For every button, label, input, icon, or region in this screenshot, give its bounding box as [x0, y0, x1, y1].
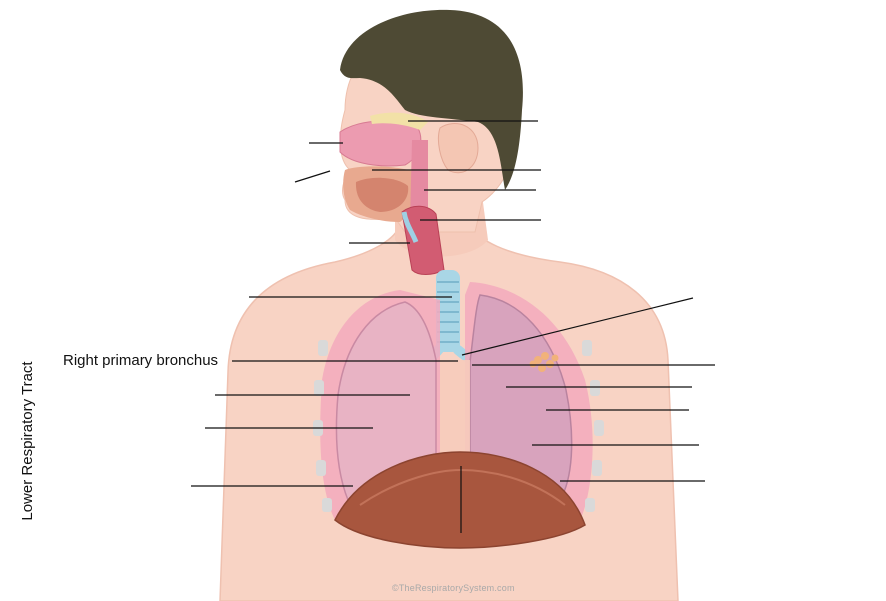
epiglottis [401, 211, 419, 243]
rib-segments [313, 340, 604, 512]
pharynx [410, 140, 428, 222]
diaphragm [334, 451, 586, 549]
trachea-rings [437, 281, 459, 343]
right-lung [335, 301, 437, 501]
alveoli [529, 352, 559, 372]
tongue [355, 177, 409, 212]
leader-lines [191, 120, 715, 533]
leader-line [294, 170, 331, 183]
hair [340, 9, 523, 191]
diaphragm-fibers [359, 468, 566, 506]
ear [437, 123, 479, 174]
label-right-primary-bronchus: Right primary bronchus [63, 352, 219, 369]
copyright-credit: ©TheRespiratorySystem.com [392, 583, 515, 593]
leader-line [461, 297, 694, 356]
side-title: Lower Respiratory Tract [19, 361, 36, 521]
sinus [370, 112, 428, 130]
nasal-cavity [339, 120, 422, 167]
